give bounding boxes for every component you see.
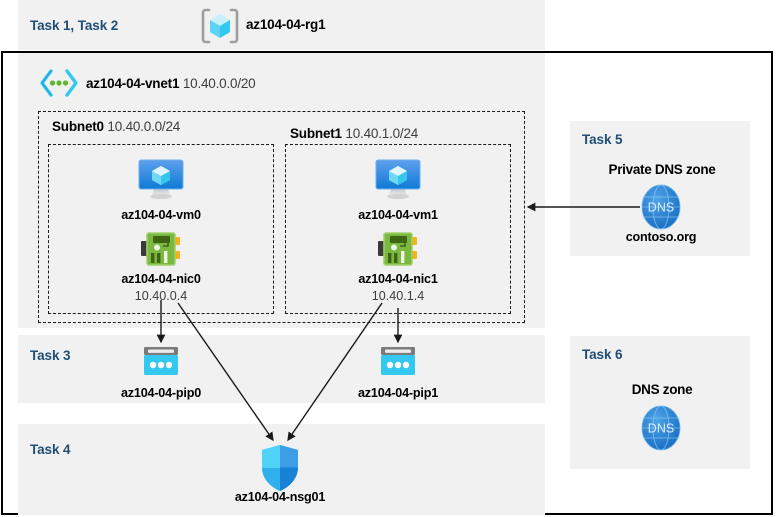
virtual-network-panel: [18, 53, 545, 328]
vnet-name: az104-04-vnet1: [86, 76, 180, 91]
pip0-label: az104-04-pip0: [121, 386, 201, 400]
subnet0-cidr: 10.40.0.0/24: [107, 119, 181, 134]
subnet1-name: Subnet1: [290, 126, 342, 141]
public-ip-address-icon: [377, 345, 419, 379]
pip1-label: az104-04-pip1: [358, 386, 438, 400]
task-label-3: Task 3: [30, 348, 71, 363]
resource-group-icon: [200, 6, 240, 46]
public-ip-panel: [18, 335, 545, 403]
vm1-label: az104-04-vm1: [358, 208, 438, 222]
subnet1-cidr: 10.40.1.0/24: [345, 126, 419, 141]
vm0-label: az104-04-vm0: [121, 208, 201, 222]
svg-text:DNS: DNS: [648, 422, 674, 436]
subnet0-name: Subnet0: [52, 119, 104, 134]
task-label-6: Task 6: [582, 347, 623, 362]
task-label-5: Task 5: [582, 132, 623, 147]
nic1-ip: 10.40.1.4: [371, 289, 425, 303]
nic1-label: az104-04-nic1: [358, 272, 438, 286]
resource-group-header-panel: [18, 0, 545, 50]
vnet-title: az104-04-vnet1 10.40.0.0/20: [86, 76, 256, 91]
network-security-group-icon: [258, 443, 302, 493]
task-label-1-2: Task 1, Task 2: [30, 18, 119, 33]
network-interface-icon: [139, 229, 183, 269]
subnet0-title: Subnet0 10.40.0.0/24: [52, 119, 180, 134]
nsg-label: az104-04-nsg01: [234, 490, 326, 504]
subnets-container-box: [38, 111, 525, 323]
vnet-cidr: 10.40.0.0/20: [182, 76, 256, 91]
public-ip-address-icon: [140, 345, 182, 379]
dns-zone-icon: DNS: [631, 183, 691, 231]
nic0-ip: 10.40.0.4: [134, 289, 188, 303]
virtual-network-icon: [38, 68, 80, 98]
network-interface-icon: [376, 229, 420, 269]
private-dns-heading: Private DNS zone: [608, 162, 716, 177]
svg-text:DNS: DNS: [648, 201, 674, 215]
resource-group-name: az104-04-rg1: [246, 17, 326, 32]
dns-zone-icon: DNS: [631, 404, 691, 452]
virtual-machine-icon: [133, 156, 189, 202]
task-label-4: Task 4: [30, 442, 71, 457]
subnet1-title: Subnet1 10.40.1.0/24: [290, 126, 418, 141]
private-dns-name: contoso.org: [625, 230, 697, 244]
nic0-label: az104-04-nic0: [121, 272, 201, 286]
dns-zone-heading: DNS zone: [631, 382, 693, 397]
virtual-machine-icon: [370, 156, 426, 202]
